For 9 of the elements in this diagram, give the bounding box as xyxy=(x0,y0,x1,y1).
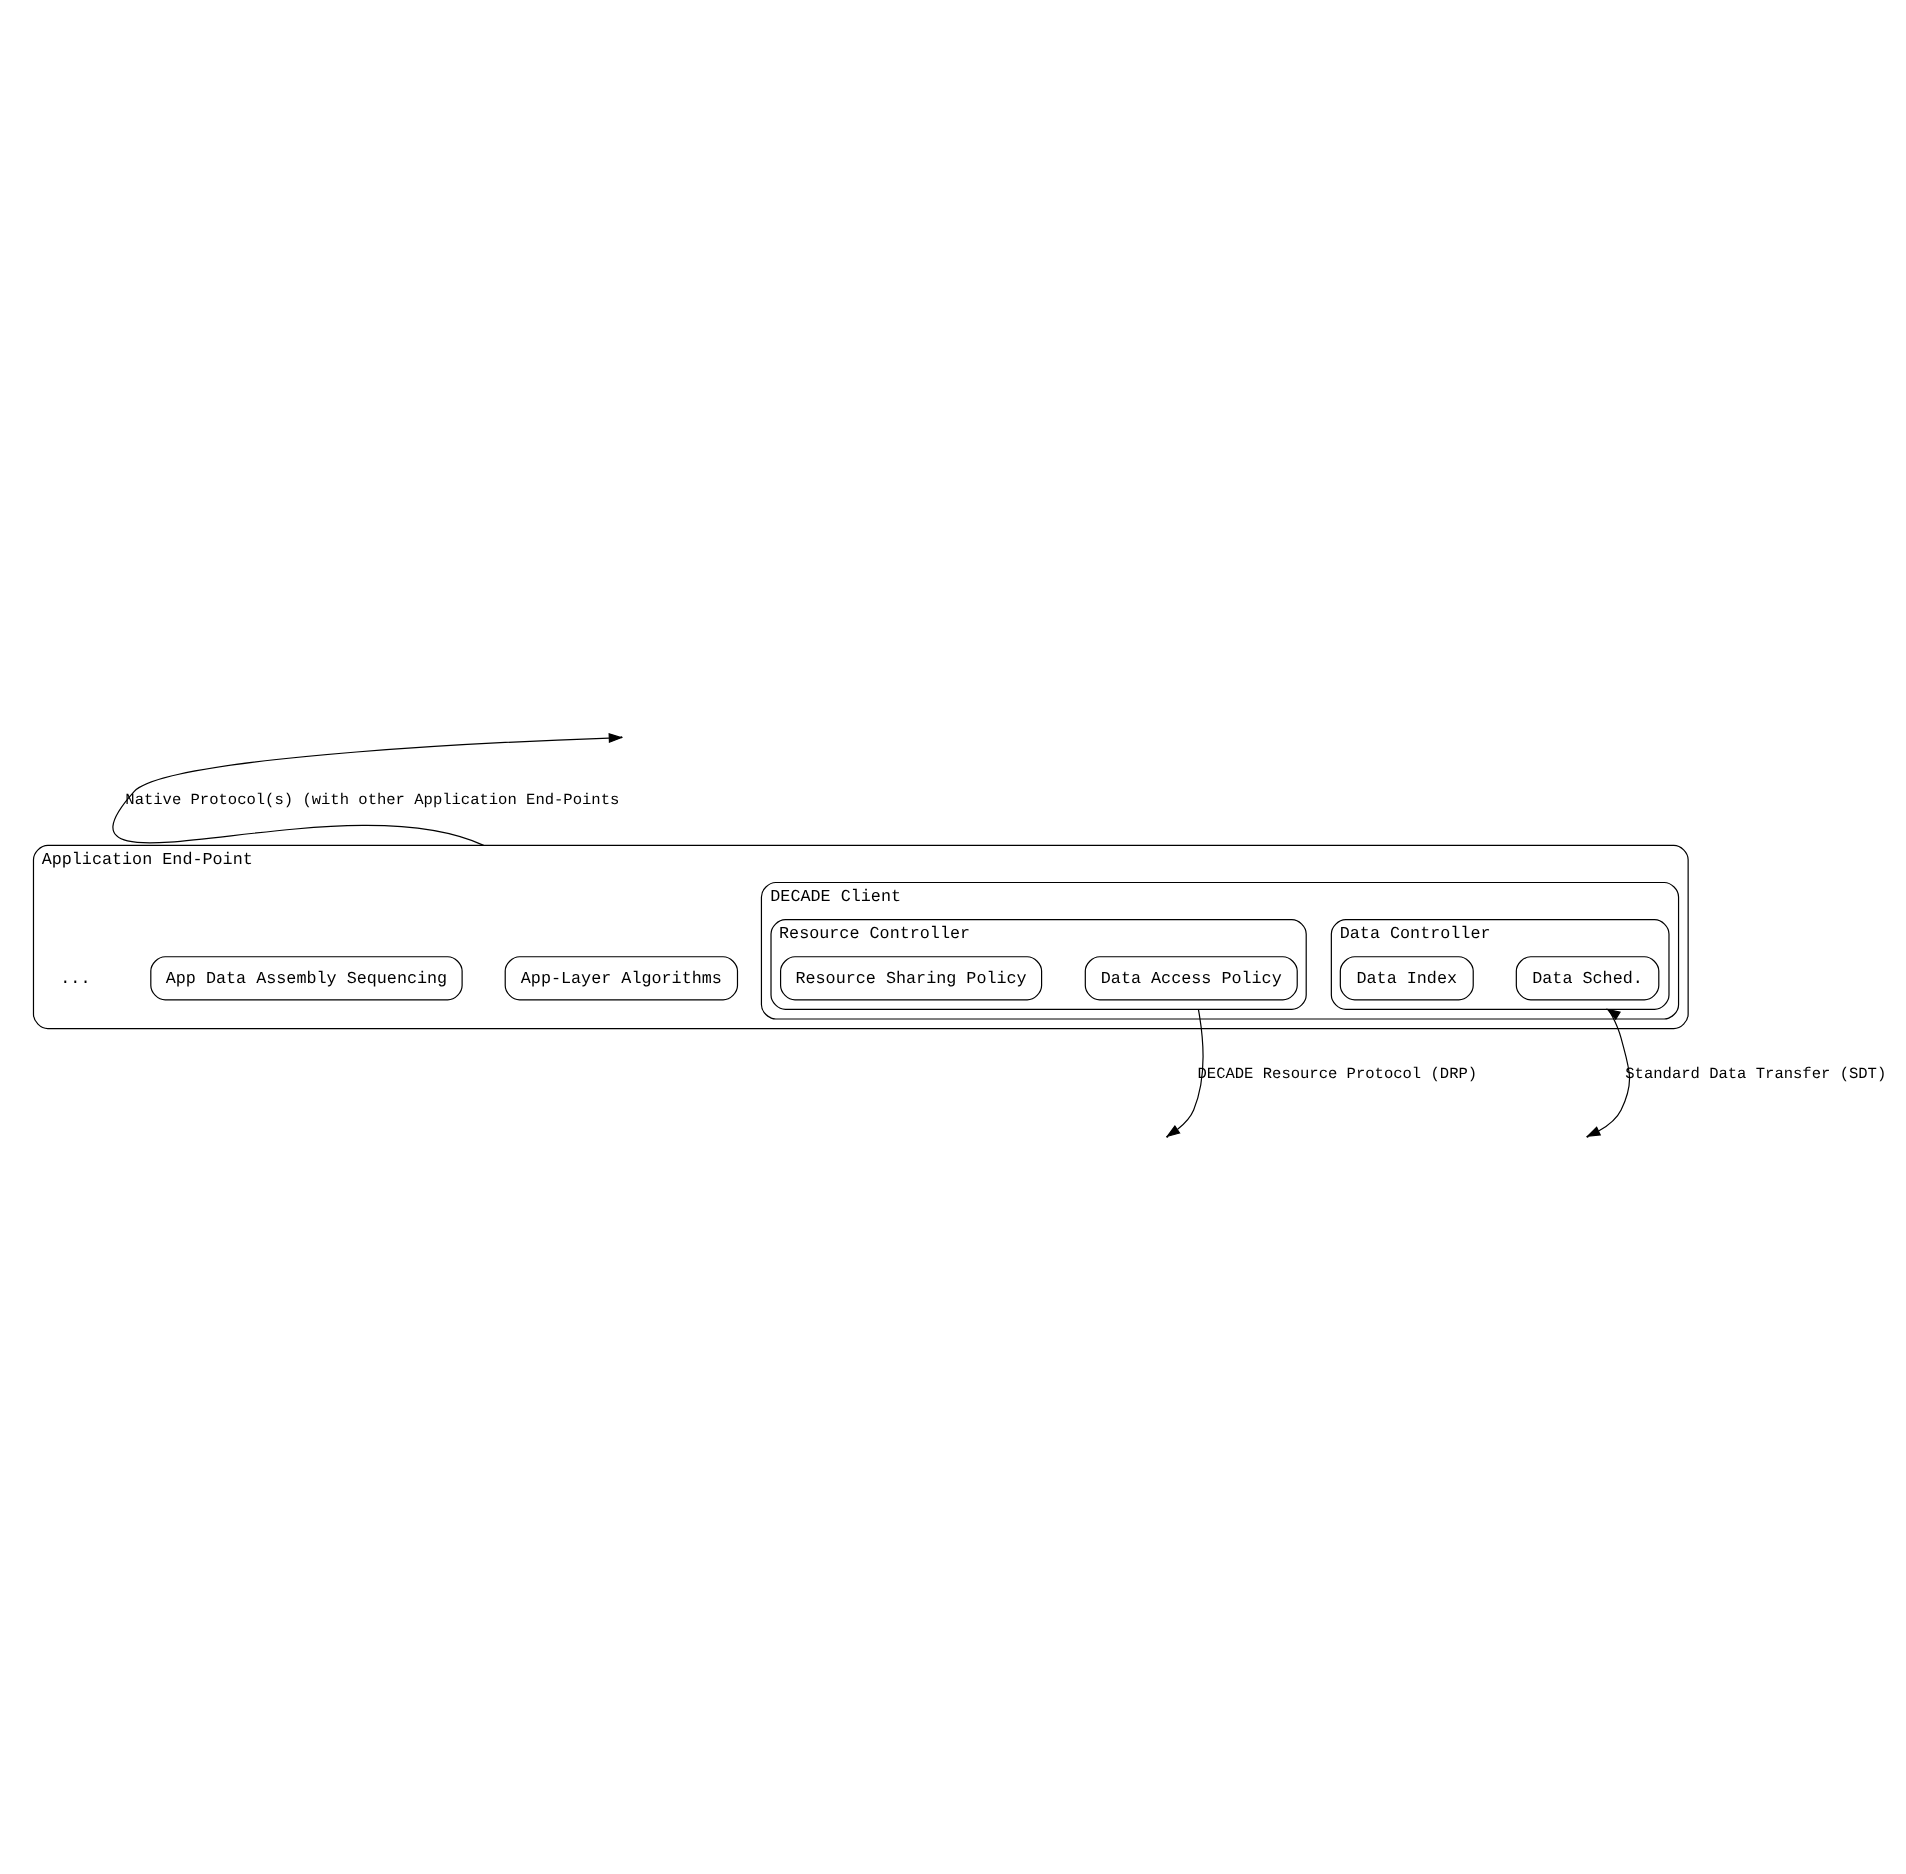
node-box: App-Layer Algorithms xyxy=(504,956,739,1001)
node-box: Data Index xyxy=(1339,956,1474,1001)
node-box: Data Access Policy xyxy=(1084,956,1298,1001)
node-box: Data Sched. xyxy=(1515,956,1660,1001)
arrow xyxy=(113,733,624,846)
label: ... xyxy=(60,968,91,989)
node-box: App Data Assembly Sequencing xyxy=(150,956,463,1001)
arrow xyxy=(1165,1008,1204,1138)
node-box: Resource Sharing Policy xyxy=(780,956,1043,1001)
